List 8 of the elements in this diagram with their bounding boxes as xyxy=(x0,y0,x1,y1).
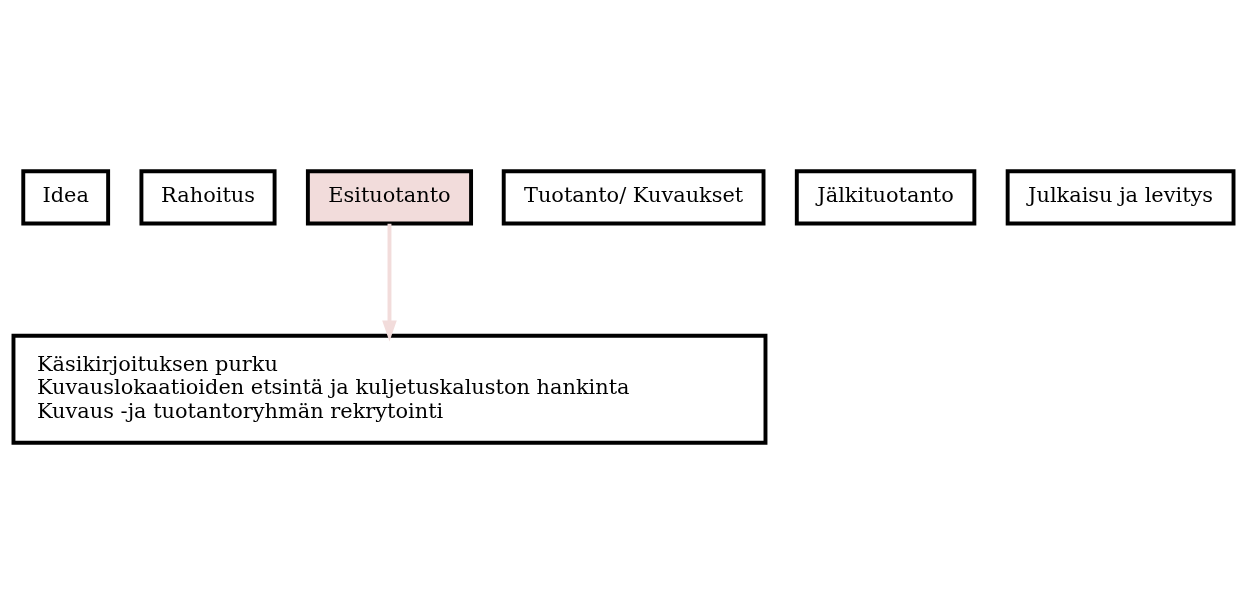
node-box: Esituotanto xyxy=(305,168,474,225)
node-box: Jälkituotanto xyxy=(794,168,977,225)
arrow xyxy=(382,223,397,341)
node-box: Tuotanto/ Kuvaukset xyxy=(501,168,766,225)
node-box: Julkaisu ja levitys xyxy=(1005,168,1236,225)
node-box: Käsikirjoituksen purku Kuvauslokaatioiden etsintä ja kuljetuskaluston hankinta Kuvaus -ja tuotantoryhmän rekrytointi xyxy=(11,333,768,445)
node-box: Idea xyxy=(21,168,111,225)
node-box: Rahoitus xyxy=(139,168,277,225)
